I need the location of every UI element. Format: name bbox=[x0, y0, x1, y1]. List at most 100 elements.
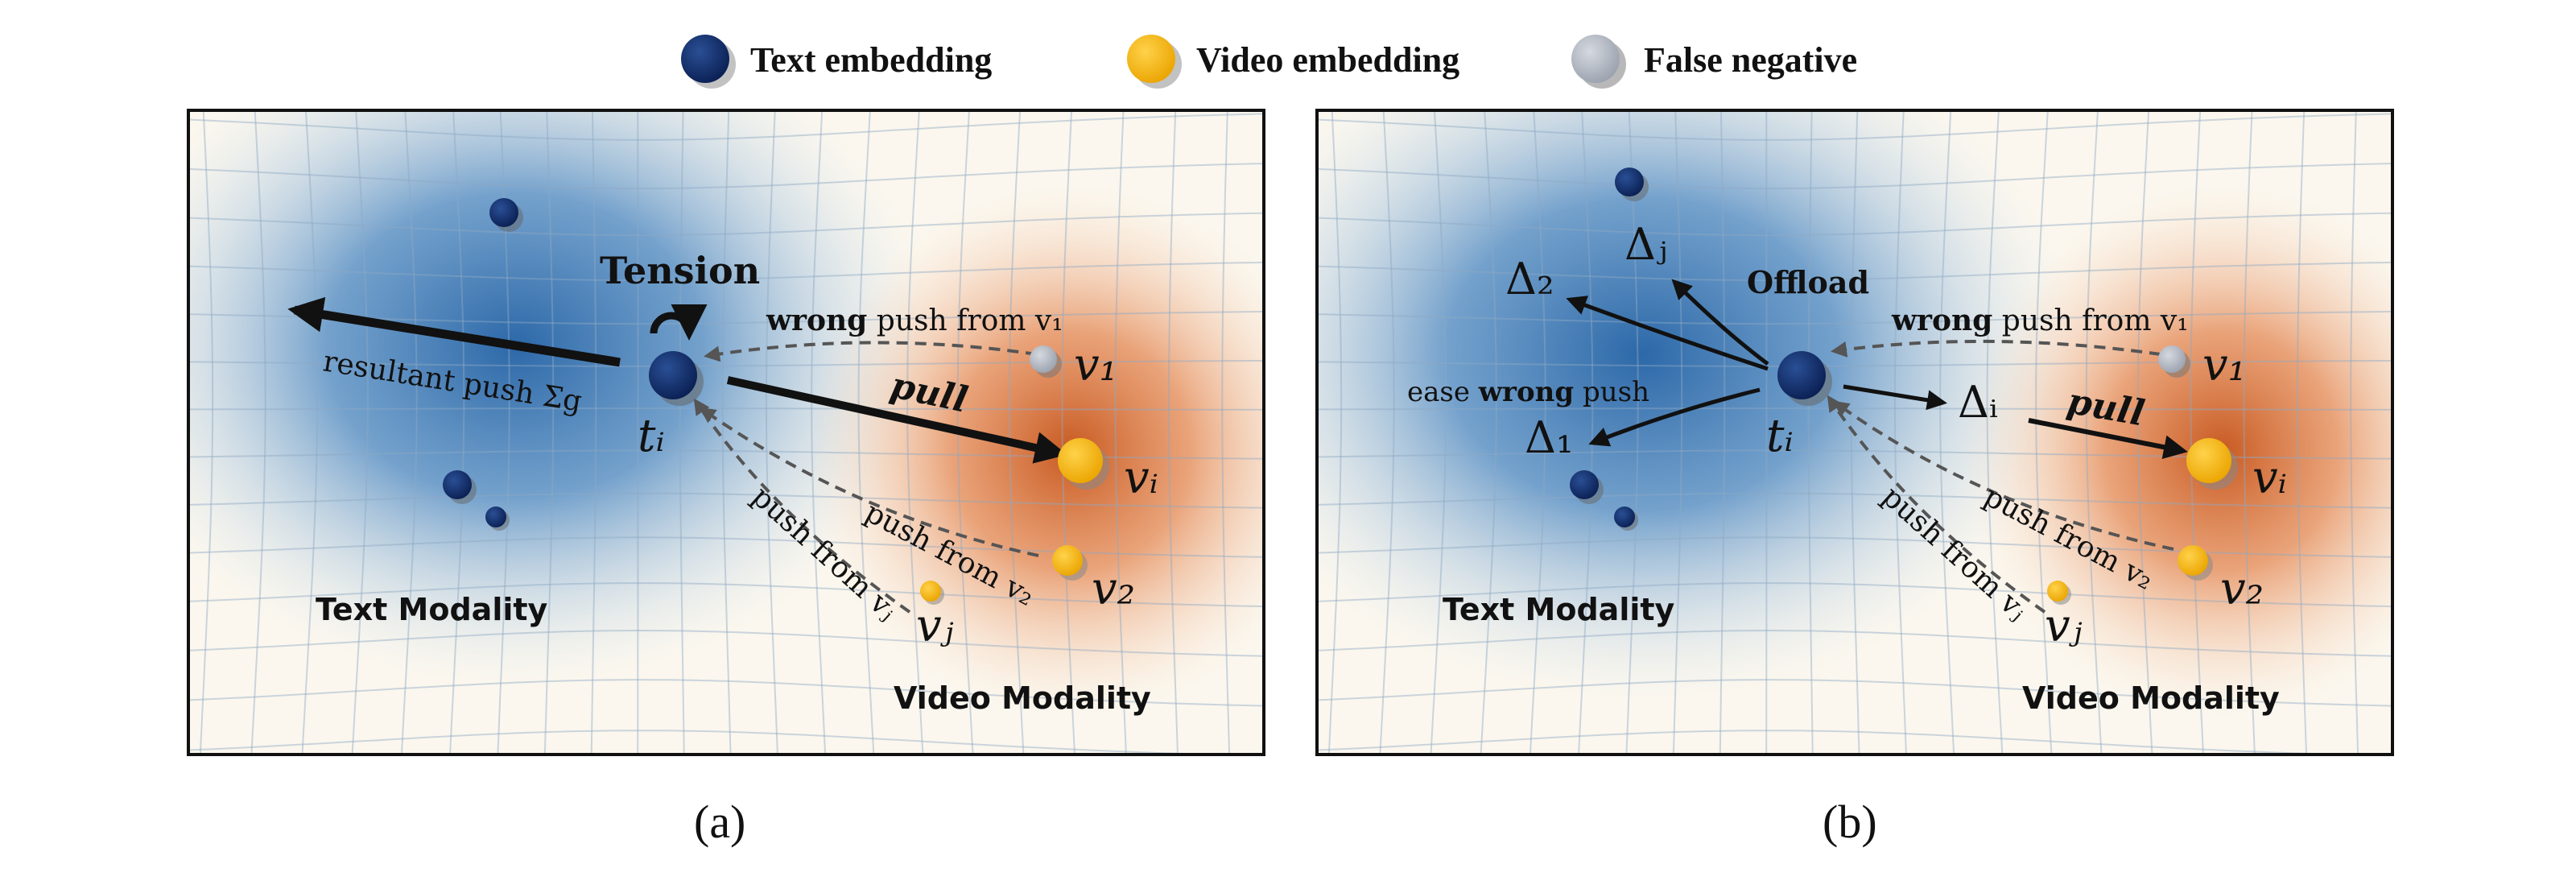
anchor-text-dot bbox=[649, 351, 697, 399]
grid-line bbox=[1379, 110, 1395, 755]
wrong-push-label: wrong push from v₁ bbox=[1891, 304, 2189, 337]
caption-b: (b) bbox=[1823, 796, 1877, 848]
grid-line bbox=[543, 110, 555, 755]
grid-line bbox=[2243, 110, 2256, 755]
grid-line bbox=[1317, 212, 2392, 237]
video-embedding-dot bbox=[920, 581, 941, 602]
false-negative-swatch-icon bbox=[1571, 35, 1620, 83]
false-negative-dot bbox=[1030, 345, 1057, 373]
grid-line bbox=[188, 582, 1264, 608]
legend-text-embedding-label: Text embedding bbox=[750, 40, 992, 80]
delta-2-label: Δ₂ bbox=[1505, 254, 1554, 304]
delta-i-label: Δᵢ bbox=[1958, 377, 1998, 428]
legend: Text embedding Video embedding False neg… bbox=[681, 35, 1857, 89]
text-embedding-dot bbox=[443, 470, 472, 499]
grid-line bbox=[1807, 110, 1814, 755]
grid-line bbox=[1168, 110, 1179, 755]
video-embedding-swatch-icon bbox=[1127, 35, 1175, 83]
grid-line bbox=[147, 68, 159, 795]
grid-line bbox=[1986, 110, 2004, 755]
grid-line bbox=[1317, 113, 2392, 141]
grid-line bbox=[1317, 492, 2392, 509]
grid-line bbox=[1221, 110, 1231, 755]
positive-video-dot bbox=[1058, 438, 1103, 483]
grid-line bbox=[1317, 730, 2369, 755]
grid-line bbox=[679, 110, 685, 755]
grid-line bbox=[2085, 110, 2103, 755]
grid-line bbox=[811, 110, 827, 755]
pull-arrow bbox=[726, 376, 1067, 464]
push-from-v2-arrow bbox=[1832, 400, 2174, 551]
v-i-label: vᵢ bbox=[1124, 452, 1158, 504]
anchor-text-dot bbox=[1777, 351, 1826, 399]
resultant-push-arrow bbox=[287, 296, 621, 367]
text-embedding-dot bbox=[485, 507, 506, 527]
grid-line bbox=[1317, 163, 2392, 190]
panel-b: Text Modality Video Modality Offload Δ₂ … bbox=[1315, 64, 2410, 848]
video-embedding-dots bbox=[920, 438, 1109, 605]
push-from-v2-arrow bbox=[699, 407, 1039, 557]
grid-line bbox=[1578, 110, 1594, 755]
grid-line bbox=[188, 492, 1264, 509]
grid-line bbox=[1317, 359, 2392, 367]
grid-line bbox=[188, 163, 1264, 190]
delta-j-label: Δⱼ bbox=[1624, 219, 1667, 270]
grid-line bbox=[1327, 110, 1343, 755]
text-embedding-dots bbox=[1570, 167, 1832, 531]
grid-line bbox=[1672, 110, 1683, 755]
text-embedding-dot bbox=[1614, 507, 1635, 527]
grid-lines bbox=[147, 64, 1282, 799]
grid-line bbox=[1275, 64, 1282, 799]
grid-line bbox=[400, 110, 418, 755]
grid-line bbox=[1850, 110, 1860, 755]
v-1-label: v₁ bbox=[1074, 339, 1117, 391]
grid-line bbox=[2190, 110, 2204, 755]
grid-line bbox=[1719, 110, 1726, 755]
grid-line bbox=[1317, 582, 2392, 608]
delta-2-arrow bbox=[1566, 296, 1769, 371]
tension-label: Tension bbox=[600, 249, 760, 292]
text-embedding-dots bbox=[443, 198, 704, 531]
v-j-label: vⱼ bbox=[916, 600, 954, 652]
grid-line bbox=[188, 679, 1264, 707]
offload-label: Offload bbox=[1747, 264, 1869, 300]
grid-line bbox=[2137, 110, 2153, 755]
grid-line bbox=[721, 110, 732, 755]
grid-line bbox=[2297, 110, 2307, 755]
grid-line bbox=[2350, 110, 2359, 755]
grid-line bbox=[1114, 110, 1127, 755]
grid-line bbox=[1317, 536, 2392, 558]
wrong-push-arrow bbox=[1831, 339, 2161, 358]
delta-j-arrow bbox=[1671, 279, 1769, 366]
false-negative-dots bbox=[1030, 345, 1062, 378]
caption-a: (a) bbox=[694, 796, 745, 848]
text-embedding-dot bbox=[489, 198, 518, 227]
legend-video-embedding-label: Video embedding bbox=[1196, 40, 1459, 80]
legend-false-negative-label: False negative bbox=[1644, 40, 1857, 80]
grid-line bbox=[301, 110, 319, 755]
text-modality-label: Text Modality bbox=[1443, 592, 1675, 627]
text-embedding-dot bbox=[1615, 167, 1644, 196]
grid-line bbox=[1529, 110, 1546, 755]
grid-line bbox=[1939, 110, 1955, 755]
grid-line bbox=[765, 110, 778, 755]
grid-line bbox=[1061, 110, 1075, 755]
ease-wrong-push-label: ease wrong push bbox=[1407, 376, 1649, 408]
video-modality-label: Video Modality bbox=[894, 680, 1151, 716]
false-negative-dots bbox=[2158, 345, 2190, 378]
grid-line bbox=[250, 110, 266, 755]
grid-line bbox=[188, 212, 1264, 237]
video-embedding-dots bbox=[2047, 438, 2238, 605]
push-from-vj-arrow bbox=[693, 398, 911, 614]
grid-line bbox=[351, 110, 369, 755]
delta-1-label: Δ₁ bbox=[1525, 412, 1574, 463]
t-i-label: tᵢ bbox=[1766, 410, 1794, 462]
grid-line bbox=[2404, 64, 2410, 799]
text-embedding-dot bbox=[1570, 470, 1599, 499]
tension-rotation-icon bbox=[650, 304, 708, 341]
delta-i-arrow bbox=[1843, 384, 1947, 411]
v-1-label: v₁ bbox=[2202, 339, 2246, 391]
grid-line bbox=[1009, 110, 1025, 755]
v-i-label: vᵢ bbox=[2252, 452, 2287, 504]
grid-line bbox=[1317, 261, 2392, 282]
